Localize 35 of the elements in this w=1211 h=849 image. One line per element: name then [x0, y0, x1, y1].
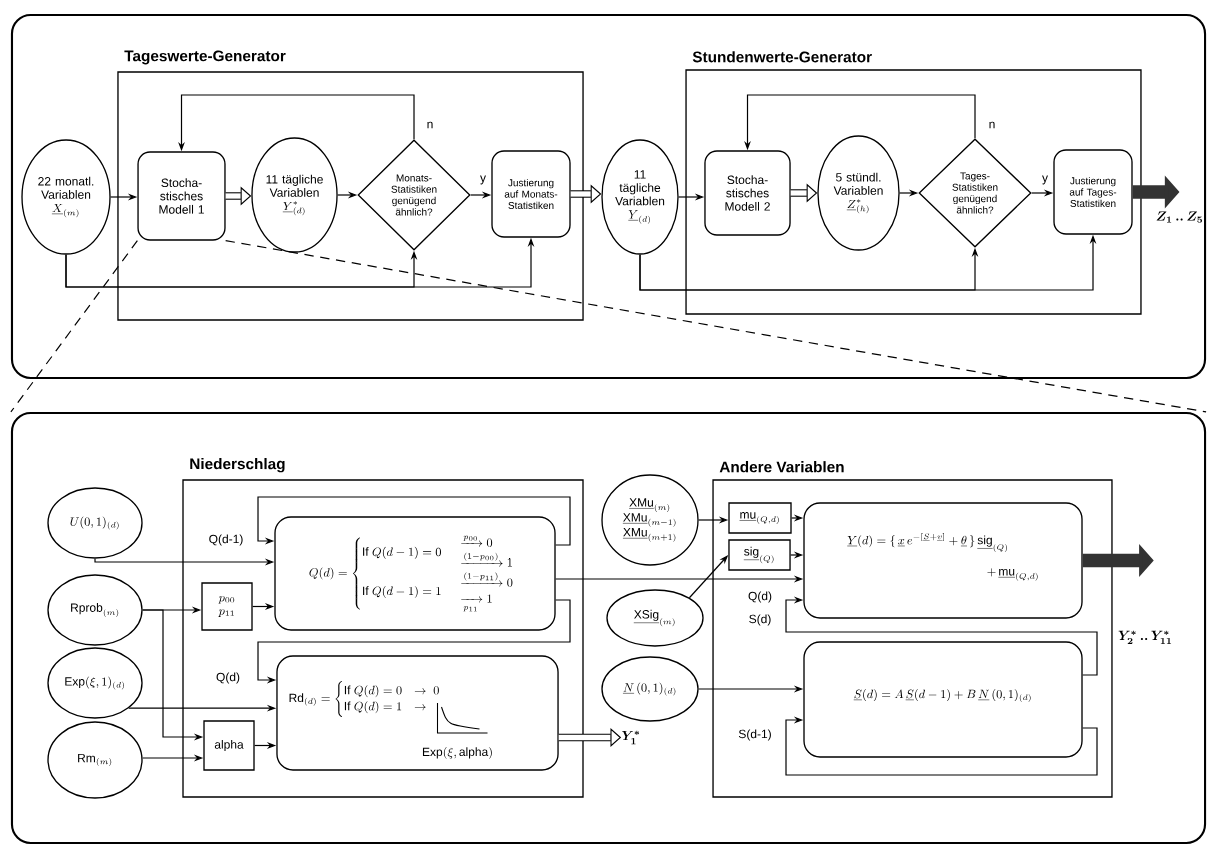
panel-frame [10, 411, 1207, 845]
parameter-box: alpha [203, 720, 255, 771]
parameter-box: $\underline{\mathrm{mu}}_{(Q,d)}$ [728, 502, 792, 534]
zoom-line [10, 240, 138, 413]
edge-label: S(d-1) [737, 728, 773, 742]
arrow [785, 716, 1098, 776]
edge-label: Q(d-1) [207, 533, 245, 547]
output-label: $Z_{1}\,..\,Z_{5}$ [1156, 211, 1202, 223]
formula-box: $\underline{S}(d)=A\,\underline{S}(d-1)+B\,\underline{N}\,(0,1)_{(d)}$ [803, 641, 1083, 758]
formula-box: $Q(d)=\begin{cases}\mathrm{If}\ Q(d-1)=0 & \begin{array}{l}\xrightarrow{p_{00}}0\\ \xrightarrow{(1-p_{00})}1\end{array}\\ \mathrm{If}\ Q(d-1)=1 & \begin{array}{l}\xrightarrow{(1-p_{11})}0\\ \xrightarrow[p_{11}]{}1\end{array}\end{cases}$ [274, 516, 556, 631]
arrow [785, 596, 1098, 676]
process-box: Stocha- stisches Modell 1 [137, 151, 226, 241]
edge-label: n [987, 120, 997, 130]
parameter-box: $\underline{\mathrm{sig}}_{(Q)}$ [728, 539, 791, 571]
node-label: Tageswerte-Generator [124, 50, 286, 65]
node-label: Niederschlag [190, 458, 285, 473]
edge-label: Q(d) [214, 671, 242, 685]
edge-label: Q(d) [746, 590, 774, 604]
parameter-box: $p_{00}$ $p_{11}$ [201, 582, 253, 631]
arrow [257, 496, 571, 546]
formula-box: $\underline{Y}(d)=\{\,\underline{x}\,e^{-[\underline{S}+\underline{v}]}+\underline{\theta}\,\}\,\underline{\mathrm{sig}}_{(Q)}$ $+\,\underline{\mathrm{mu}}_{(Q,d)}$ [803, 502, 1083, 619]
process-box: Justierung auf Tages- Statistiken [1053, 149, 1133, 235]
edge-label: y [1040, 174, 1050, 186]
output-label: $Y^{*}_{1}$ [622, 730, 640, 745]
output-label: $Y^{*}_{2}\,..\,Y^{*}_{11}$ [1118, 630, 1172, 645]
zoom-line [225, 240, 1207, 413]
edge-label: S(d) [747, 613, 773, 627]
panel-frame [10, 13, 1207, 380]
edge-label: n [425, 120, 435, 130]
node-label: Andere Variablen [719, 461, 844, 473]
edge-label: y [478, 174, 488, 186]
formula-box: $\mathrm{Rd}_{(d)}=\begin{cases}\mathrm{If}\ Q(d)=0 & \rightarrow\ 0\\ \mathrm{If}\ Q(d)=1 & \rightarrow\end{cases}$ $\mathrm{Exp}(\xi,\mathrm{alpha})$ [276, 655, 559, 771]
node-label: Stundenwerte-Generator [692, 51, 872, 63]
process-box: Justierung auf Monats- Statistiken [491, 150, 571, 238]
process-box: Stocha- stisches Modell 2 [704, 150, 791, 236]
